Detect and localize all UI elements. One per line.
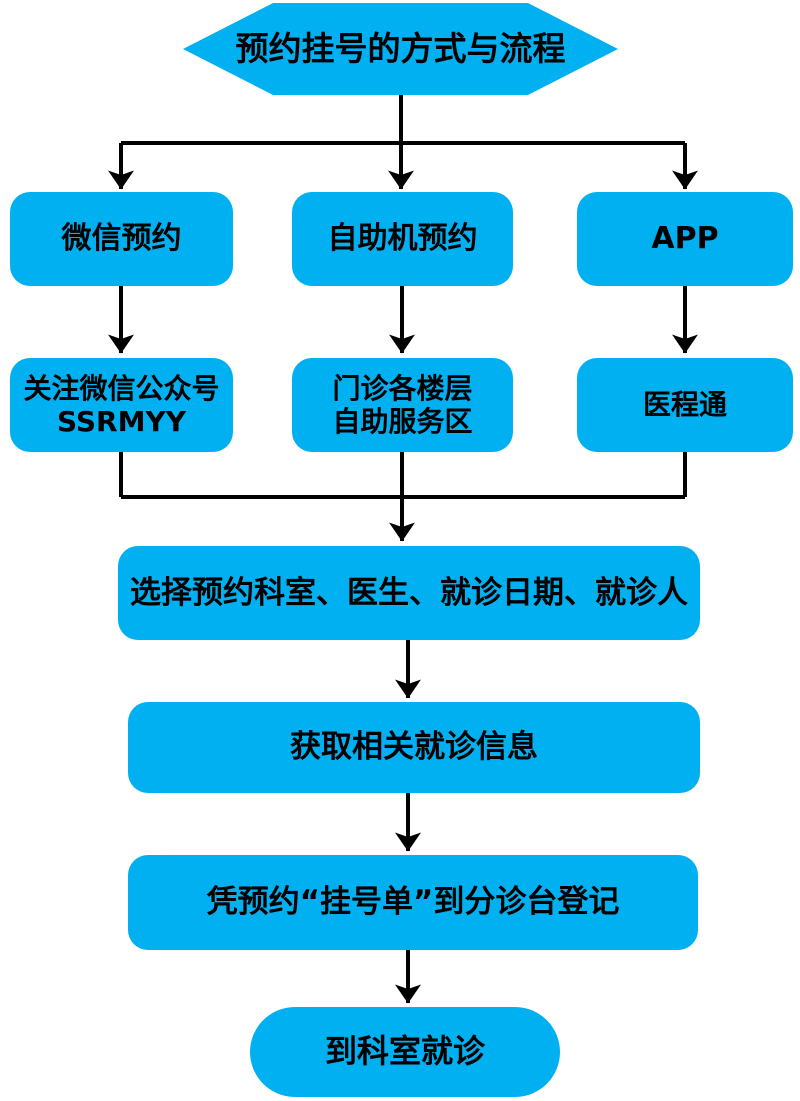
kiosk-method-label: 自助机预约 bbox=[327, 221, 478, 257]
app-method-label: APP bbox=[651, 221, 719, 257]
node-step-register: 凭预约“挂号单”到分诊台登记 bbox=[128, 855, 698, 950]
node-app-detail: 医程通 bbox=[577, 358, 793, 452]
app-detail-label: 医程通 bbox=[642, 388, 727, 422]
node-start-hexagon: 预约挂号的方式与流程 bbox=[183, 3, 618, 95]
node-step-select: 选择预约科室、医生、就诊日期、就诊人 bbox=[118, 546, 700, 640]
node-end-terminal: 到科室就诊 bbox=[250, 1007, 560, 1097]
kiosk-detail-label: 门诊各楼层 自助服务区 bbox=[332, 371, 473, 438]
node-wechat-method: 微信预约 bbox=[10, 192, 233, 286]
wechat-method-label: 微信预约 bbox=[61, 221, 182, 257]
start-title: 预约挂号的方式与流程 bbox=[235, 28, 566, 68]
end-terminal-label: 到科室就诊 bbox=[324, 1032, 485, 1071]
node-kiosk-detail: 门诊各楼层 自助服务区 bbox=[292, 358, 513, 452]
node-kiosk-method: 自助机预约 bbox=[292, 192, 513, 286]
node-step-info: 获取相关就诊信息 bbox=[128, 702, 700, 793]
node-wechat-detail: 关注微信公众号 SSRMYY bbox=[10, 358, 233, 452]
wechat-detail-label: 关注微信公众号 SSRMYY bbox=[23, 371, 220, 438]
node-app-method: APP bbox=[577, 192, 793, 286]
step-register-label: 凭预约“挂号单”到分诊台登记 bbox=[206, 884, 620, 921]
step-info-label: 获取相关就诊信息 bbox=[290, 729, 538, 766]
step-select-label: 选择预约科室、医生、就诊日期、就诊人 bbox=[130, 574, 688, 611]
